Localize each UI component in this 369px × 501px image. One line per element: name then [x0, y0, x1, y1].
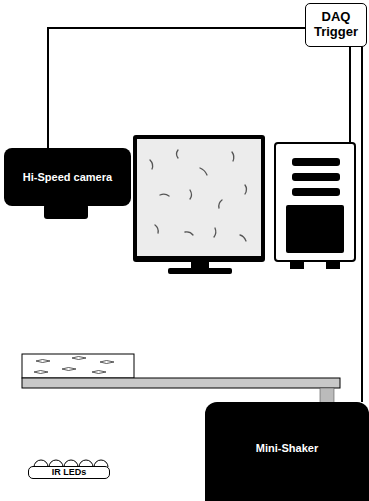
node-label: Mini-Shaker: [256, 442, 318, 455]
node-label: Hi-Speed camera: [23, 171, 112, 184]
led-strip: IR LEDs: [28, 466, 110, 479]
monitor: [133, 135, 265, 274]
camera-lens: [44, 204, 88, 219]
daq-box: DAQ Trigger: [305, 3, 367, 47]
shaker-platform: [22, 354, 340, 403]
signal-wire: [48, 28, 305, 148]
shaker-box: Mini-Shaker: [205, 402, 369, 501]
camera-body: Hi-Speed camera: [4, 148, 131, 206]
node-label: DAQ Trigger: [306, 10, 366, 40]
signal-wire: [349, 47, 351, 143]
node-label: IR LEDs: [52, 467, 87, 477]
signal-wire: [361, 47, 363, 402]
computer-tower: [275, 143, 355, 269]
